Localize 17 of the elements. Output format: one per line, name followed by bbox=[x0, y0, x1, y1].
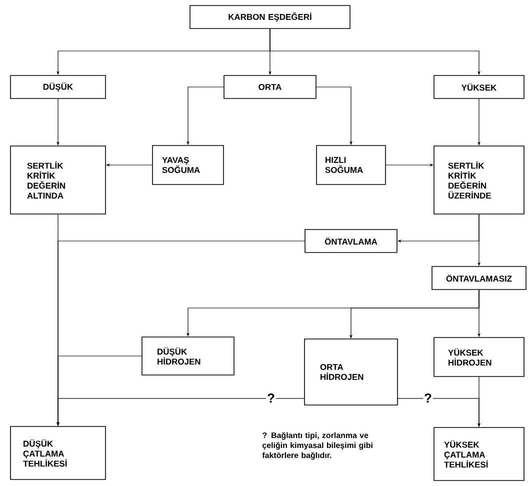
process-box: YÜKSEK HİDROJEN bbox=[434, 337, 524, 377]
process-box: ÖNTAVLAMA bbox=[304, 229, 398, 253]
process-box: ORTA bbox=[224, 75, 316, 99]
process-box: YAVAŞ SOĞUMA bbox=[152, 145, 224, 185]
process-box: DÜŞÜK bbox=[10, 75, 106, 99]
process-box: ÖNTAVLAMASIZ bbox=[432, 266, 526, 290]
edge-label: ? bbox=[268, 393, 274, 403]
process-box: ORTA HİDROJEN bbox=[304, 338, 398, 406]
process-box: SERTLİK KRİTİK DEĞERİN ÜZERİNDE bbox=[434, 146, 524, 214]
process-box: YÜKSEK bbox=[434, 75, 524, 99]
process-box: YÜKSEK ÇATLAMA TEHLİKESİ bbox=[434, 427, 524, 481]
process-box: DÜŞÜK ÇATLAMA TEHLİKESİ bbox=[10, 426, 106, 480]
process-box: SERTLİK KRİTİK DEĞERİN ALTINDA bbox=[10, 146, 106, 214]
process-box: DÜŞÜK HİDROJEN bbox=[142, 336, 234, 376]
edge-label: ? bbox=[424, 393, 432, 403]
process-box: KARBON EŞDEĞERİ bbox=[190, 5, 350, 29]
process-box: HIZLI SOĞUMA bbox=[316, 145, 386, 185]
